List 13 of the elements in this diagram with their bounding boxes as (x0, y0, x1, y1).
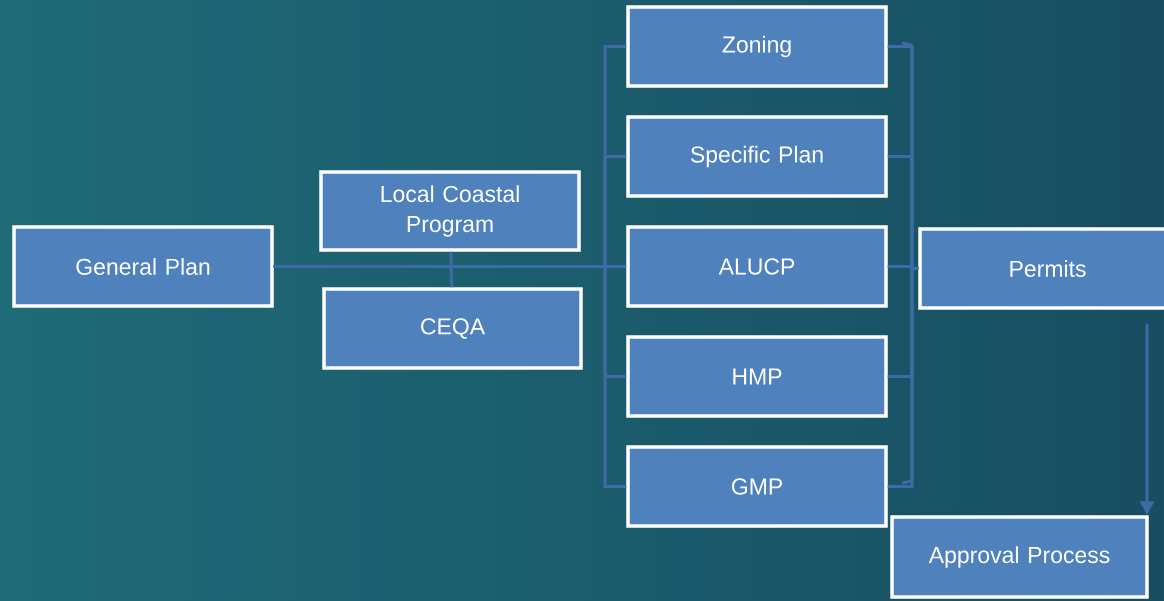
process-box: Approval Process (890, 515, 1149, 599)
connector-line (887, 267, 919, 488)
process-box: General Plan (12, 225, 274, 308)
process-box: CEQA (322, 287, 583, 370)
connector-line (273, 265, 627, 488)
process-box: Zoning (626, 5, 888, 88)
process-box: ALUCP (626, 225, 888, 308)
process-box: Specific Plan (626, 115, 888, 198)
process-box: GMP (626, 445, 888, 528)
process-box: HMP (626, 335, 888, 418)
process-box: Local Coastal Program (319, 170, 581, 252)
process-box: Permits (918, 227, 1164, 310)
connector-line (449, 251, 454, 288)
